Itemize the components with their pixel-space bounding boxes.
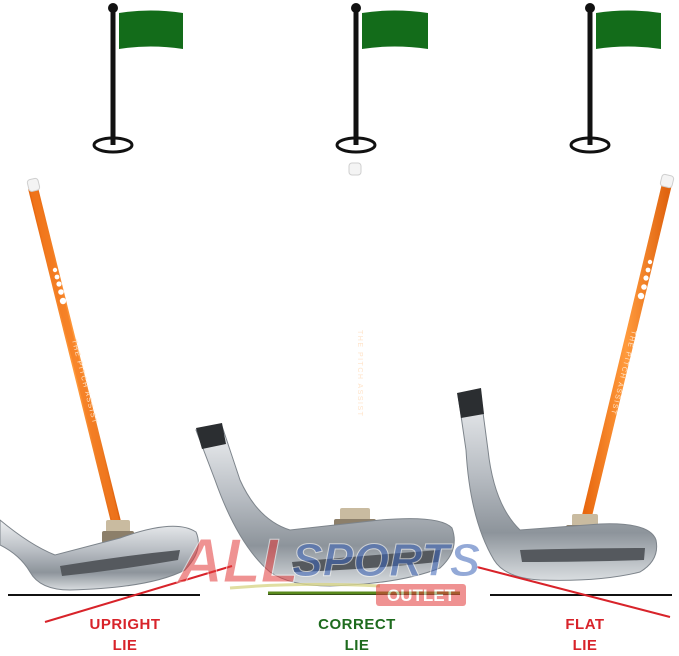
svg-text:SPORTS: SPORTS xyxy=(292,534,481,586)
label-correct-lie: CORRECT LIE xyxy=(302,614,412,656)
shaft-text: THE PITCH ASSIST xyxy=(609,330,637,417)
label-upright-lie: UPRIGHT LIE xyxy=(70,614,180,656)
watermark-logo: ALL SPORTS OUTLET xyxy=(176,527,481,606)
label-flat-line1: FLAT xyxy=(565,616,605,633)
shaft-text: THE PITCH ASSIST xyxy=(356,330,363,417)
label-correct-line2: LIE xyxy=(344,637,370,654)
label-flat-line2: LIE xyxy=(572,637,598,654)
svg-text:OUTLET: OUTLET xyxy=(387,586,456,605)
flag-correct xyxy=(335,3,428,154)
label-flat-lie: FLAT LIE xyxy=(530,614,640,656)
label-upright-line2: LIE xyxy=(112,637,138,654)
flag-upright xyxy=(92,3,183,154)
club-flat: THE PITCH ASSIST xyxy=(457,173,675,618)
label-correct-line1: CORRECT xyxy=(318,616,396,633)
flag-flat xyxy=(569,3,661,154)
label-upright-line1: UPRIGHT xyxy=(89,616,161,633)
svg-text:ALL: ALL xyxy=(176,527,299,596)
